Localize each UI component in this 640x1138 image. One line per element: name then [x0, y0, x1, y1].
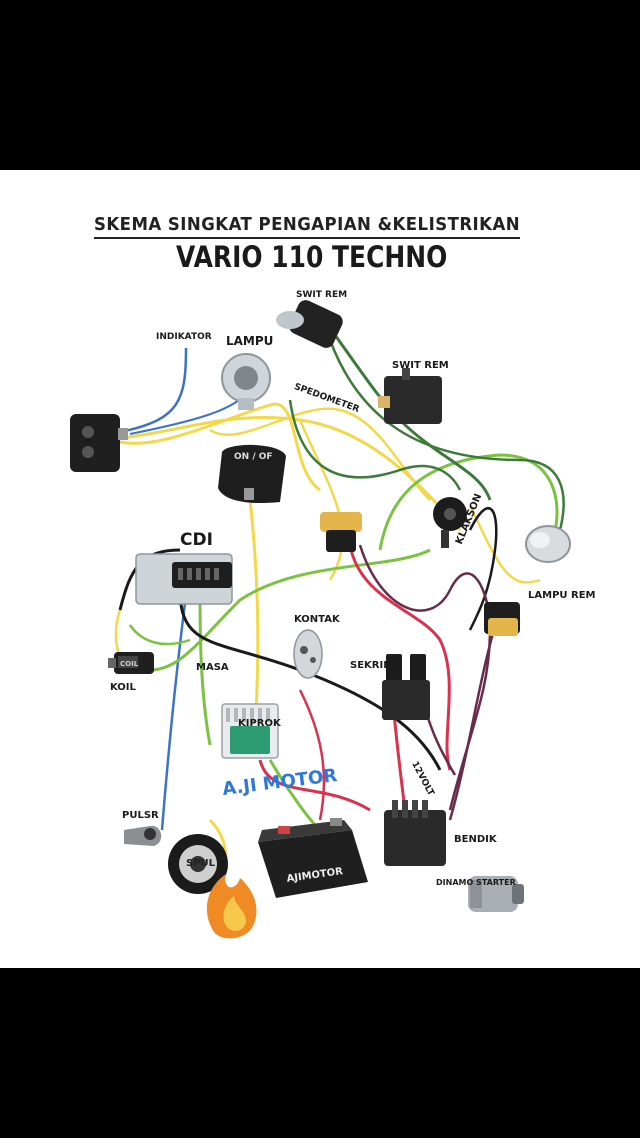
label-dinamo-starter: DINAMO STARTER — [436, 878, 516, 887]
label-kiprok: KIPROK — [238, 718, 281, 729]
label-indikator: INDIKATOR — [156, 332, 212, 342]
label-pulsr: PULSR — [122, 810, 159, 821]
wire-green-2 — [149, 548, 431, 672]
klakson-component — [433, 497, 467, 548]
label-lampu: LAMPU — [226, 334, 274, 348]
top-black-bar — [0, 0, 640, 170]
wire-purple-2 — [448, 609, 502, 821]
lampu-rem-connector — [484, 602, 520, 636]
wire-blue-indikator — [119, 347, 188, 434]
wire-green-3 — [378, 453, 559, 551]
wire-yellow-3 — [248, 499, 260, 731]
wire-yellow-1 — [119, 402, 321, 492]
diagram-subtitle: VARIO 110 TECHNO — [176, 240, 448, 274]
wire-darkgreen-2 — [328, 339, 565, 531]
swit-rem-top-component — [276, 300, 343, 348]
wiring-diagram — [70, 300, 571, 939]
kiprok-component — [221, 703, 279, 759]
diagram-title: SKEMA SINGKAT PENGAPIAN &KELISTRIKAN — [94, 214, 521, 239]
pulsr-component — [124, 825, 162, 846]
on-of-switch-component — [218, 444, 286, 504]
wire-purple-1 — [358, 544, 492, 811]
label-swit-rem-right: SWIT REM — [392, 360, 449, 371]
label-masa: MASA — [196, 662, 229, 673]
bendik-component — [384, 800, 446, 866]
koil-component — [108, 652, 154, 674]
lampu-component — [221, 353, 271, 410]
label-sekring: SEKRING — [350, 660, 400, 671]
wire-green-5 — [128, 624, 191, 646]
wire-yellow-7 — [298, 419, 344, 581]
wire-black-3 — [468, 507, 498, 631]
label-koil: KOIL — [110, 682, 136, 693]
bottom-black-bar — [0, 968, 640, 1138]
label-kontak: KONTAK — [294, 614, 340, 625]
handle-switch-component — [70, 414, 128, 472]
wire-darkgreen-3 — [288, 399, 462, 491]
battery-component — [258, 818, 368, 898]
wire-yellow-4 — [209, 407, 431, 501]
yellow-connector-component — [320, 512, 362, 552]
label-coil-body: COIL — [120, 660, 139, 668]
wire-red-1 — [348, 544, 452, 771]
wire-red-2 — [258, 759, 371, 812]
diagram-panel: SKEMA SINGKAT PENGAPIAN &KELISTRIKAN VAR… — [0, 170, 640, 968]
label-cdi: CDI — [180, 530, 213, 550]
spul-component — [168, 834, 228, 894]
wire-blue-lampu — [129, 394, 246, 435]
label-spul: SPUL — [186, 858, 216, 869]
label-on-of: ON / OF — [234, 452, 273, 462]
swit-rem-right-component — [378, 368, 442, 424]
label-swit-rem-top: SWIT REM — [296, 290, 348, 300]
sekring-component — [382, 654, 430, 720]
lampu-rem-component — [525, 525, 571, 563]
wire-yellow-8 — [468, 504, 541, 584]
label-lampu-rem: LAMPU REM — [528, 590, 596, 601]
fire-icon — [206, 874, 257, 939]
wire-red-3 — [298, 689, 326, 821]
kontak-component — [293, 629, 323, 679]
dinamo-starter-component — [468, 876, 524, 912]
label-bendik: BENDIK — [454, 834, 497, 845]
cdi-component — [135, 553, 233, 605]
